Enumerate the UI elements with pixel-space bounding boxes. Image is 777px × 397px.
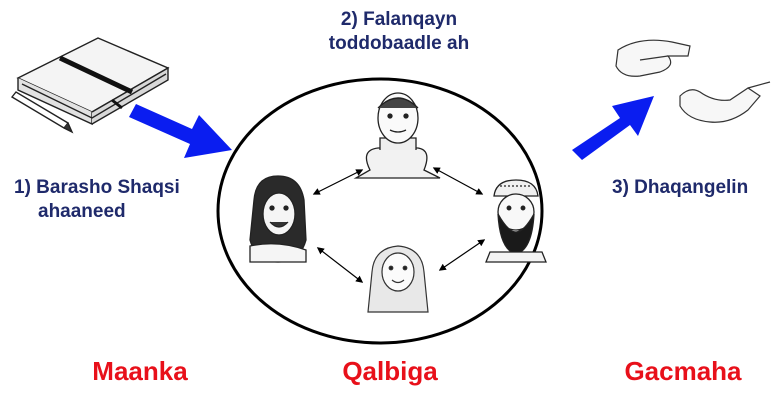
arrow-to-hands — [572, 96, 654, 160]
receiving-hand-icon — [679, 81, 771, 123]
bottom-label-left: Maanka — [92, 356, 188, 386]
arrow-top-right — [432, 167, 484, 195]
arrow-bottom-left — [316, 247, 364, 283]
notebook-icon — [16, 37, 170, 126]
step-3-line-1: 3) Dhaqangelin — [612, 177, 749, 198]
step-1-line-2: ahaaneed — [38, 201, 126, 222]
step-1-line-1: 1) Barasho Shaqsi — [14, 177, 180, 198]
bearded-man-cap-portrait-icon — [485, 179, 547, 263]
bottom-label-right: Gacmaha — [624, 356, 742, 386]
step-3-label: 3) Dhaqangelin — [612, 176, 777, 200]
step-2-label: 2) Falanqayn toddobaadle ah — [299, 8, 499, 56]
step-2-line-2: toddobaadle ah — [328, 33, 470, 54]
step-2-line-1: 2) Falanqayn — [340, 9, 458, 30]
arrow-top-left — [312, 169, 364, 195]
arrow-to-center — [129, 104, 232, 158]
pen-icon — [10, 91, 74, 134]
step-1-label: 1) Barasho Shaqsi ahaaneed — [14, 176, 214, 224]
giving-hand-icon — [615, 39, 691, 77]
woman-hijab-portrait-icon — [249, 175, 307, 263]
arrow-bottom-right — [438, 239, 486, 271]
bottom-label-center: Qalbiga — [342, 356, 438, 386]
connector-arrows — [312, 167, 486, 283]
man-portrait-icon — [353, 92, 441, 179]
central-ellipse — [216, 77, 544, 345]
girl-scarf-portrait-icon — [367, 245, 429, 313]
